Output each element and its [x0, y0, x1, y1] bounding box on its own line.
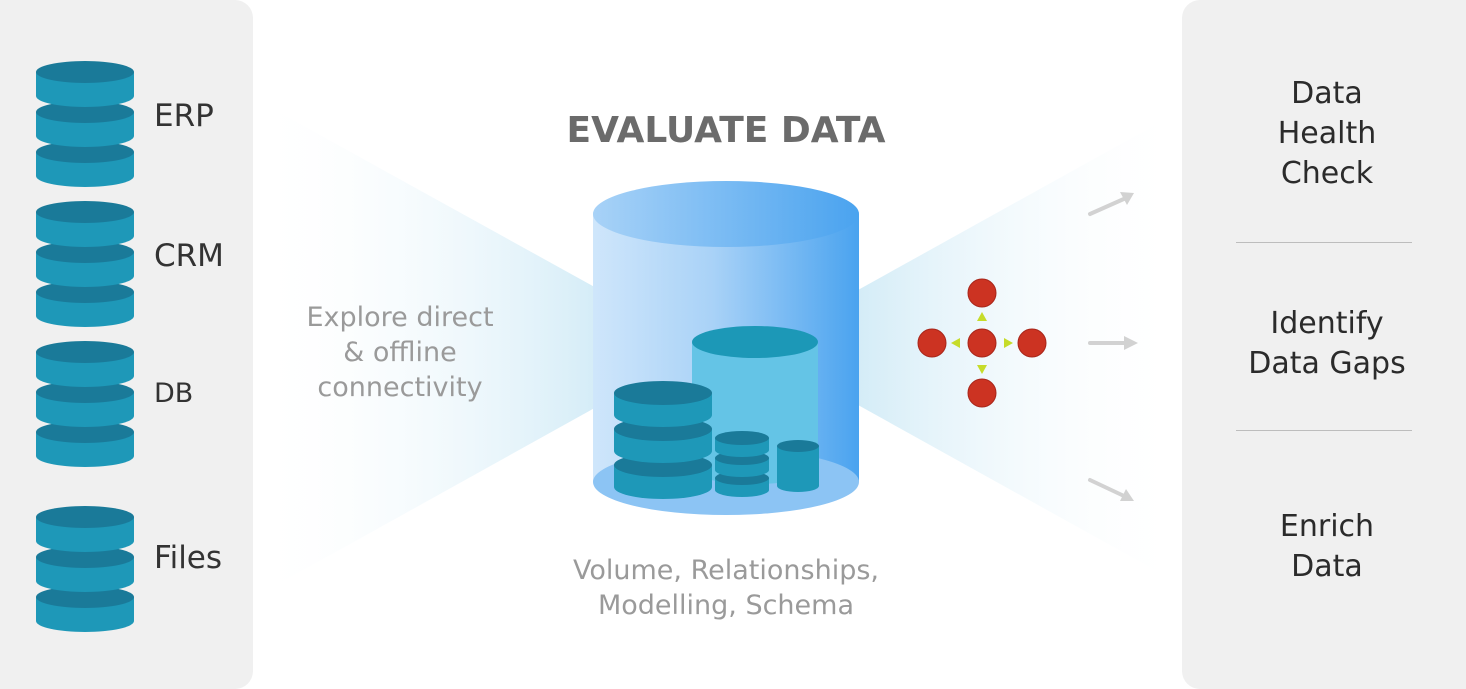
source-label-erp: ERP	[154, 98, 214, 134]
output-divider	[1236, 242, 1412, 243]
output-data-health-check: Data Health Check	[1277, 76, 1377, 191]
database-stack-icon-crm	[36, 201, 134, 327]
diagram-title: EVALUATE DATA	[566, 110, 886, 151]
database-stack-icon-db	[36, 341, 134, 467]
output-divider	[1236, 430, 1412, 431]
source-label-files: Files	[154, 540, 223, 576]
source-database-stacks	[36, 61, 134, 632]
database-stack-icon-files	[36, 506, 134, 632]
small-cylinder-icon	[777, 440, 819, 492]
source-label-crm: CRM	[154, 238, 224, 274]
inner-database-stack-icon	[614, 381, 712, 499]
left-beam	[253, 98, 600, 598]
node-network-icon	[917, 278, 1047, 408]
evaluation-caption: Volume, Relationships, Modelling, Schema	[573, 555, 879, 621]
small-database-stack-icon	[715, 431, 769, 497]
inner-database-stacks	[614, 381, 819, 499]
output-enrich-data: Enrich Data	[1279, 509, 1375, 584]
output-arrows	[1088, 192, 1138, 501]
outputs-panel	[1182, 0, 1466, 689]
connectivity-caption: Explore direct & offline connectivity	[306, 302, 494, 403]
output-identify-data-gaps: Identify Data Gaps	[1248, 306, 1406, 381]
source-label-db: DB	[154, 378, 194, 409]
database-stack-icon-erp	[36, 61, 134, 187]
